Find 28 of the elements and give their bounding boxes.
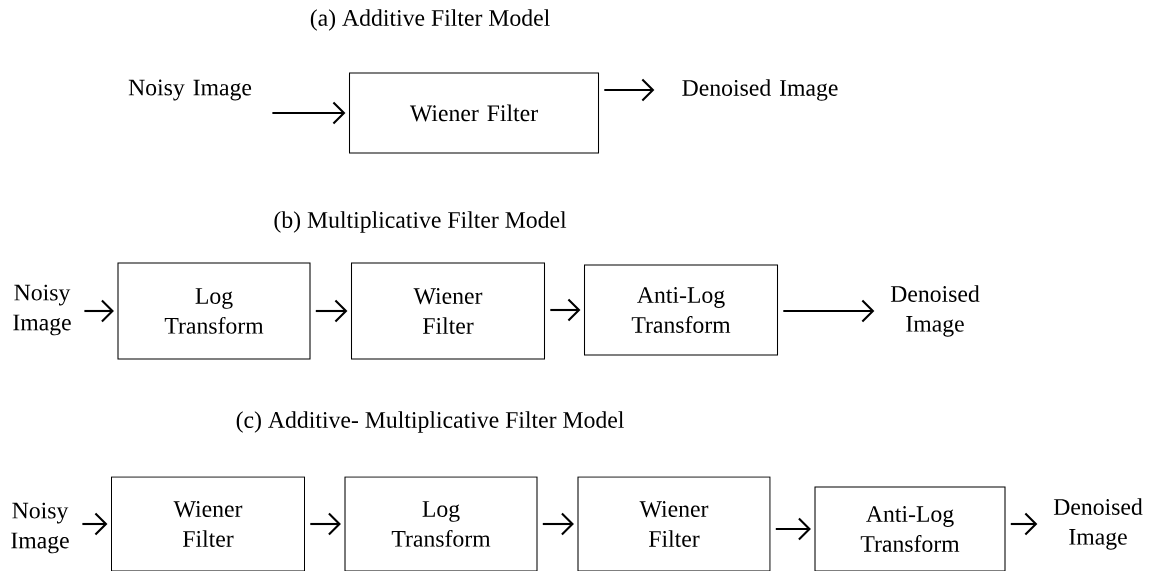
arrow (310, 512, 341, 536)
arrow (775, 517, 811, 541)
signal-label: Noisy Image (128, 79, 252, 101)
signal-label: Denoised Image (1053, 498, 1143, 550)
arrow (272, 101, 346, 125)
process-box: Wiener Filter (577, 476, 771, 571)
signal-label: Denoised Image (890, 285, 980, 337)
process-box: Anti-Log Transform (584, 264, 779, 356)
process-box: Log Transform (117, 262, 311, 360)
section-heading: (b) Multiplicative Filter Model (274, 211, 567, 233)
arrow (1010, 512, 1038, 536)
signal-label: Noisy Image (13, 284, 71, 336)
process-box: Wiener Filter (348, 72, 600, 154)
process-box: Anti-Log Transform (814, 486, 1006, 571)
arrow (82, 512, 108, 536)
arrow (550, 298, 581, 322)
arrow (542, 512, 574, 536)
arrow (783, 299, 875, 323)
signal-label: Noisy Image (11, 502, 69, 554)
arrow (84, 299, 114, 323)
section-heading: (c) Additive- Multiplicative Filter Model (236, 411, 624, 433)
arrow (315, 299, 348, 323)
process-box: Wiener Filter (350, 262, 546, 360)
signal-label: Denoised Image (682, 79, 838, 101)
section-heading: (a) Additive Filter Model (310, 9, 550, 31)
process-box: Wiener Filter (111, 476, 306, 571)
arrow (604, 78, 655, 102)
process-box: Log Transform (344, 476, 538, 571)
